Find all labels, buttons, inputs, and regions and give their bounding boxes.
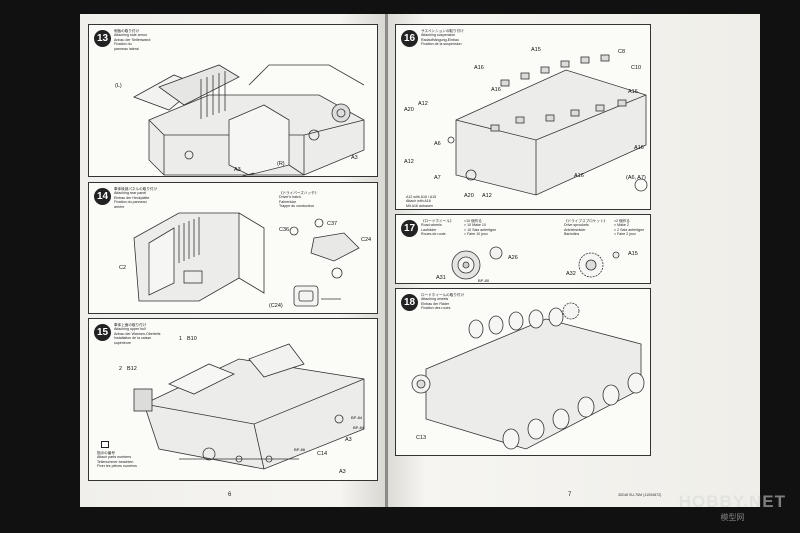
- step-15-panel: 15 車体上面の取り付け Attaching upper hull Anbau …: [88, 318, 378, 481]
- label-c24-paren: (C24): [269, 303, 283, 309]
- step-14-hatch-caption: 《ドライバーズハッチ》 Driver's hatch Fahrerluke Tr…: [279, 191, 319, 209]
- right-page-number: 7: [568, 492, 572, 498]
- label-b12: B12: [127, 366, 137, 372]
- sub-step-2: 2: [119, 366, 123, 372]
- label-a3-2: A3: [351, 155, 358, 161]
- label-a15: A15: [531, 47, 541, 53]
- step-15-number: 15: [94, 324, 111, 341]
- step-16-caption: サスペンションの取り付け Attaching suspension Radauf…: [421, 29, 464, 47]
- label-c2: C2: [119, 265, 127, 271]
- step-14-drawing: [133, 212, 360, 307]
- label-a16-2: A16: [491, 87, 501, 93]
- step-13-caption: 側板の取り付け Attaching side armor Anbau der S…: [114, 29, 151, 51]
- label-bp84-2: BP-84: [353, 425, 365, 430]
- step-13-panel: 13 側板の取り付け Attaching side armor Anbau de…: [88, 24, 378, 177]
- label-a16-3: A16: [628, 89, 638, 95]
- step-14-caption: 車体後部パネルの取り付け Attaching rear panel Einbau…: [114, 187, 158, 209]
- label-a3-step15: A3: [345, 437, 352, 443]
- label-c13: C13: [416, 435, 427, 441]
- label-left-side: (L): [115, 83, 122, 89]
- label-bp80: BP-80: [478, 278, 490, 283]
- step-17-panel: 17 《ロードホイール》 Road wheels Laufräder Roues…: [395, 214, 651, 284]
- label-a12-3: A12: [482, 193, 492, 199]
- label-a6: A6: [434, 141, 441, 147]
- label-a16-4: A16: [634, 145, 644, 151]
- step-13-number: 13: [94, 30, 111, 47]
- step-18-panel: 18 ロードホイールの取り付け Attaching wheels Einbau …: [395, 288, 651, 456]
- label-bp84-1: BP-84: [351, 415, 363, 420]
- label-c24: C24: [361, 237, 372, 243]
- label-a20-2: A20: [464, 193, 474, 199]
- label-a20-1: A20: [404, 107, 414, 113]
- label-c14: C14: [317, 451, 328, 457]
- label-c10: C10: [631, 65, 642, 71]
- booklet-gutter: [385, 14, 388, 507]
- step-18-number: 18: [401, 294, 418, 311]
- label-a6-a7: (A6, A7): [626, 175, 646, 181]
- step-17-caption-2: 《ドライブスプロケット》 Drive sprockets Antriebsräd…: [564, 219, 608, 237]
- instruction-booklet: 13 側板の取り付け Attaching side armor Anbau de…: [80, 14, 760, 507]
- label-b10: B10: [187, 336, 197, 342]
- step-16-panel: 16 サスペンションの取り付け Attaching suspension Rad…: [395, 24, 651, 210]
- label-bp86: BP-86: [294, 447, 306, 452]
- step-16-drawing: [447, 54, 648, 196]
- left-page: 13 側板の取り付け Attaching side armor Anbau de…: [80, 14, 385, 507]
- step-18-caption: ロードホイールの取り付け Attaching wheels Einbau der…: [421, 293, 465, 311]
- step-14-panel: 14 車体後部パネルの取り付け Attaching rear panel Ein…: [88, 182, 378, 314]
- step-18-drawing: [411, 302, 645, 450]
- label-a16-5: A16: [574, 173, 584, 179]
- label-c8: C8: [618, 49, 626, 55]
- label-a26: A26: [508, 255, 518, 261]
- step-17-caption: 《ロードホイール》 Road wheels Laufräder Roues de…: [421, 219, 454, 237]
- caution-icon: [101, 441, 109, 448]
- site-watermark: HOBBY.NET 模型网: [679, 492, 786, 523]
- right-page-code: 35248 SU-76M (11054872): [618, 493, 662, 497]
- label-a12-2: A12: [404, 159, 414, 165]
- step-16-note: A12 with A16 / A15 Attach with A16 Mit A…: [406, 195, 437, 208]
- label-a7: A7: [434, 175, 441, 181]
- step-13-drawing: [133, 64, 365, 176]
- step-17-qty-2: ×2 個作る × Make 2 × 2 Satz anfertigen × Fa…: [614, 219, 645, 237]
- right-page: 16 サスペンションの取り付け Attaching suspension Rad…: [388, 14, 760, 507]
- watermark-main: HOBBY.NET: [678, 492, 786, 511]
- label-a32: A32: [566, 271, 576, 277]
- step-16-number: 16: [401, 30, 418, 47]
- label-a12-1: A12: [418, 101, 428, 107]
- step-14-number: 14: [94, 188, 111, 205]
- label-a3-step15-b: A3: [339, 469, 346, 475]
- label-a3-1: A3: [234, 167, 241, 173]
- left-page-number: 6: [228, 492, 232, 498]
- watermark-sub: 模型网: [720, 513, 745, 522]
- step-17-drawing: [451, 246, 620, 280]
- sub-step-1: 1: [179, 336, 183, 342]
- step-17-qty-1: ×10 個作る × 10 Make 10 × 10 Satz anfertige…: [464, 219, 497, 237]
- step-15-note: 指示の番号 Attach parts numbers Teilenummer b…: [97, 451, 137, 469]
- label-a16-1: A16: [474, 65, 484, 71]
- step-15-drawing: [133, 343, 365, 470]
- label-c36: C36: [279, 227, 290, 233]
- step-15-caption: 車体上面の取り付け Attaching upper hull Anbau der…: [114, 323, 161, 345]
- step-17-number: 17: [401, 220, 418, 237]
- label-c37: C37: [327, 221, 338, 227]
- label-a31: A31: [436, 275, 446, 281]
- label-a15-step17: A15: [628, 251, 638, 257]
- label-right-side: (R): [277, 161, 285, 167]
